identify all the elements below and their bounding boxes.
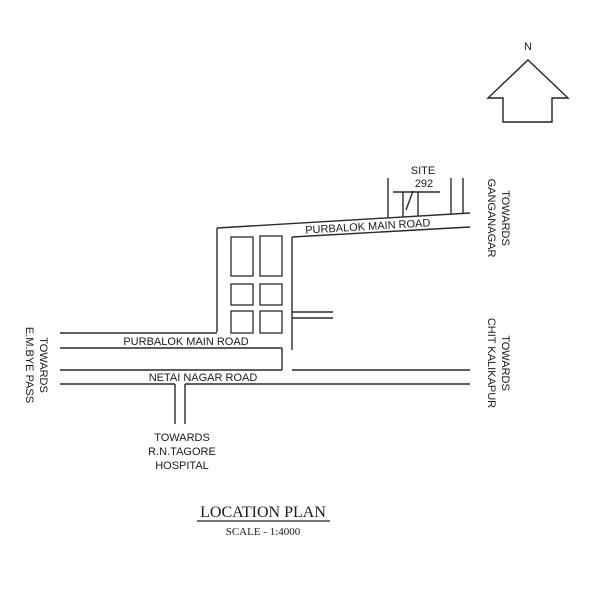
svg-text:R.N.TAGORE: R.N.TAGORE [148, 446, 216, 458]
block-mid-left [230, 283, 254, 306]
svg-text:CHIT KALIKAPUR: CHIT KALIKAPUR [485, 318, 497, 408]
scale-label: SCALE - 1:4000 [226, 526, 301, 538]
svg-text:E.M.BYE PASS: E.M.BYE PASS [23, 327, 35, 403]
towards-ganganagar: TOWARDS GANGANAGAR [485, 179, 511, 258]
block-low-right [259, 310, 283, 334]
hospital-road [174, 384, 186, 424]
netai-nagar-road: NETAI NAGAR ROAD [60, 369, 470, 385]
north-arrow: N [486, 41, 570, 123]
towards-chit-kalikapur: TOWARDS CHIT KALIKAPUR [485, 318, 511, 408]
block-mid-right [259, 283, 283, 306]
site-label: SITE [411, 165, 435, 177]
netai-nagar-label: NETAI NAGAR ROAD [149, 372, 258, 384]
building-blocks [230, 235, 283, 334]
block-tall-left [230, 236, 254, 277]
north-arrow-icon [486, 59, 570, 123]
towards-em-bye-pass: TOWARDS E.M.BYE PASS [23, 327, 49, 403]
purbalok-upper-road: PURBALOK MAIN ROAD [216, 212, 471, 238]
north-label: N [524, 41, 532, 53]
block-low-left [230, 310, 254, 334]
svg-text:TOWARDS: TOWARDS [154, 432, 210, 444]
svg-text:TOWARDS: TOWARDS [37, 337, 49, 393]
block-tall-right [259, 235, 283, 277]
vertical-road-east [291, 237, 333, 350]
plan-title: LOCATION PLAN SCALE - 1:4000 [197, 504, 330, 538]
site-area: SITE 292 [387, 165, 464, 218]
purbalok-lower-label: PURBALOK MAIN ROAD [123, 336, 248, 348]
location-plan-title: LOCATION PLAN [200, 504, 326, 521]
site-number: 292 [415, 178, 433, 190]
svg-text:GANGANAGAR: GANGANAGAR [485, 179, 497, 258]
svg-text:TOWARDS: TOWARDS [499, 335, 511, 391]
purbalok-upper-label: PURBALOK MAIN ROAD [305, 217, 431, 236]
purbalok-lower-road: PURBALOK MAIN ROAD [60, 332, 283, 370]
svg-text:HOSPITAL: HOSPITAL [155, 460, 209, 472]
towards-hospital: TOWARDS R.N.TAGORE HOSPITAL [148, 432, 216, 472]
svg-text:TOWARDS: TOWARDS [499, 190, 511, 246]
